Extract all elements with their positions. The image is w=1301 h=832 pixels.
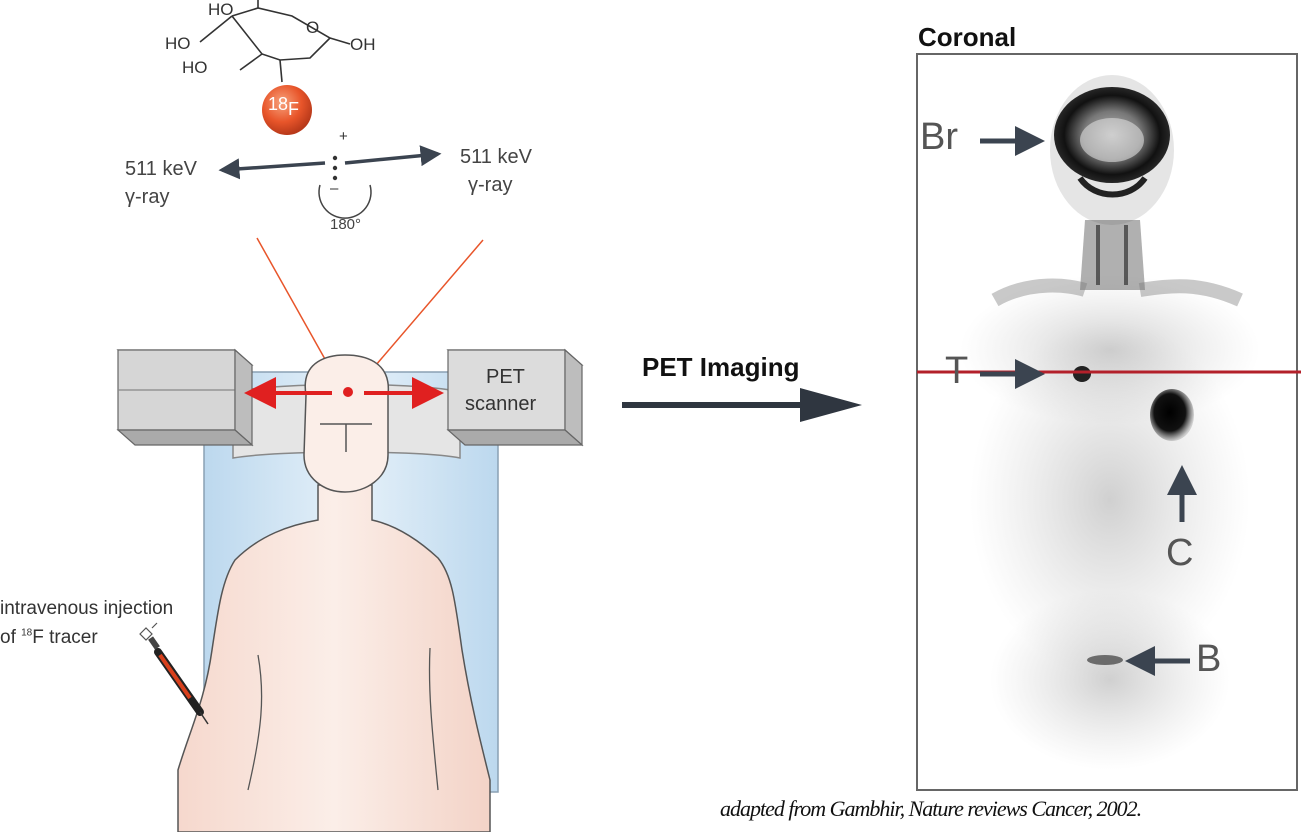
group-ho-lower: HO (182, 58, 208, 77)
injection-post: F tracer (32, 627, 98, 648)
energy-left: 511 keV (125, 158, 197, 180)
isotope-symbol: F (288, 99, 300, 119)
coronal-scan-image (960, 75, 1260, 770)
group-ho-top: HO (208, 0, 234, 19)
injection-pre: of (0, 627, 22, 648)
left-arm-line (247, 654, 263, 791)
annihilation-point (343, 387, 353, 397)
ray-right: γ-ray (468, 174, 513, 196)
energy-right: 511 keV (460, 146, 532, 168)
angle-arc (318, 184, 372, 219)
ring-oxygen: O (306, 18, 320, 37)
injection-sup: 18 (21, 627, 33, 639)
ray-left: γ-ray (125, 186, 170, 208)
detector-right (446, 348, 584, 447)
detector-left (116, 348, 254, 447)
charge-plus: + (339, 128, 348, 145)
marker-label-heart: C (1166, 532, 1194, 574)
marker-label-tumor: T (945, 350, 969, 392)
source-credit: adapted from Gambhir, Nature reviews Can… (720, 796, 1142, 821)
gamma-arrow-right (344, 145, 442, 167)
group-oh: OH (350, 35, 376, 54)
injection-label-line1: intravenous injection (0, 598, 174, 619)
scanner-label-line2: scanner (465, 393, 537, 415)
injection-label-line2: of 18F tracer (0, 627, 98, 649)
fdg-molecule (199, 0, 351, 83)
isotope-label: 18F (268, 94, 299, 119)
group-ho-left: HO (165, 34, 191, 53)
process-label: PET Imaging (642, 352, 800, 382)
process-arrow (622, 388, 862, 422)
charge-minus: – (330, 180, 339, 197)
scanner-label-line1: PET (486, 366, 525, 388)
view-title: Coronal (918, 22, 1017, 52)
syringe-icon (148, 636, 209, 725)
gamma-arrow-left (218, 158, 326, 180)
right-arm-line (428, 647, 439, 791)
angle-label: 180° (330, 216, 362, 233)
tracer-icon (139, 622, 158, 641)
isotope-ball-icon (262, 85, 312, 135)
marker-label-brain: Br (920, 116, 958, 158)
isotope-mass: 18 (268, 94, 289, 114)
positron-decay-point (332, 155, 338, 181)
patient-body (177, 484, 491, 832)
marker-label-bladder: B (1196, 638, 1222, 680)
